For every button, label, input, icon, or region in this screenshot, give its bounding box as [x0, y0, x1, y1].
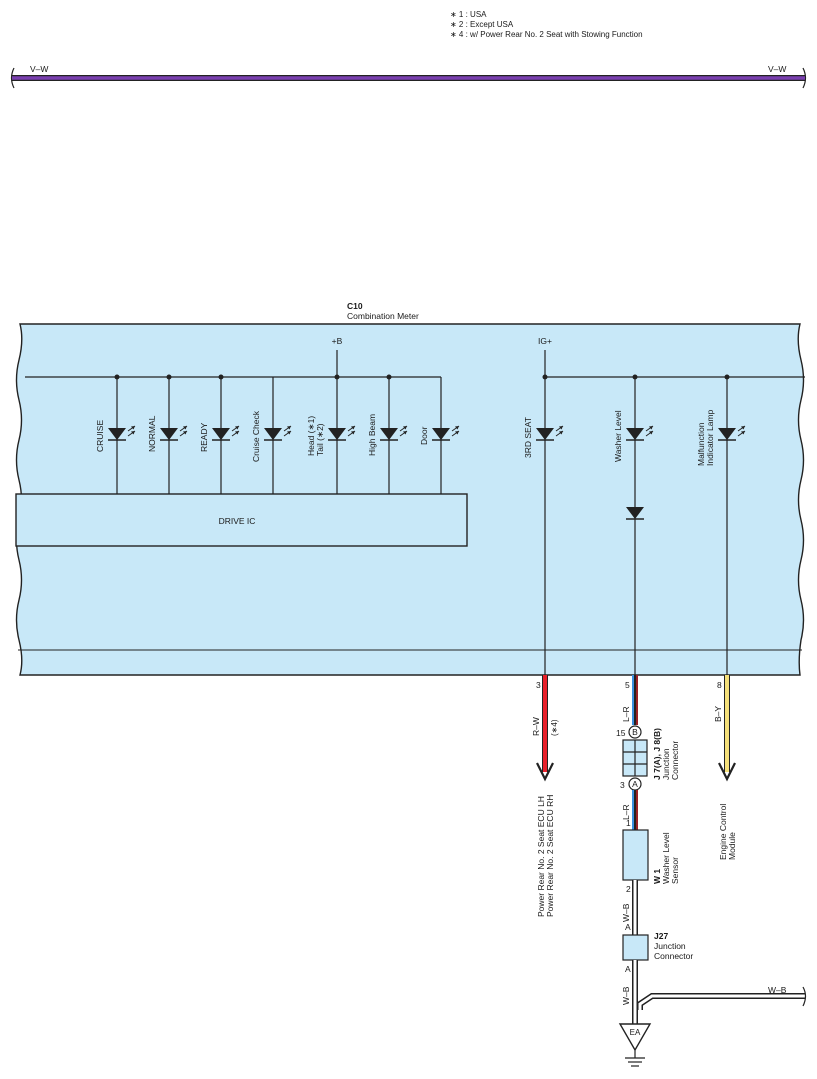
pin-jc-15: 15	[616, 728, 626, 738]
label-mil-2: Indicator Lamp	[705, 410, 715, 466]
dest-ecu-lh: Power Rear No. 2 Seat ECU LH	[536, 796, 546, 917]
wire-w-b-2	[632, 960, 807, 1024]
label-w-b-2: W–B	[621, 986, 631, 1005]
label-door: Door	[419, 426, 429, 445]
meter-name: Combination Meter	[347, 311, 419, 321]
pin-w1-1: 1	[626, 818, 631, 828]
dest-ecm-2: Module	[727, 832, 737, 860]
wire-b-y	[718, 675, 736, 782]
pin-jc-3: 3	[620, 780, 625, 790]
label-w-b-right: W–B	[768, 985, 787, 995]
label-b-y: B–Y	[713, 706, 723, 722]
ground-label: EA	[630, 1028, 641, 1037]
w1-name-1: Washer Level	[661, 832, 671, 884]
pin-w1-2: 2	[626, 884, 631, 894]
top-wire-v-w	[10, 67, 807, 89]
label-r-w: R–W	[531, 717, 541, 736]
label-head: Head (∗1)	[306, 416, 316, 456]
label-washer-level: Washer Level	[613, 410, 623, 462]
label-cruise: CRUISE	[95, 420, 105, 452]
jc-code: J 7(A), J 8(B)	[652, 728, 662, 780]
jc-letter-a: A	[632, 779, 638, 789]
jc-letter-b: B	[632, 727, 638, 737]
label-w-b-1: W–B	[621, 903, 631, 922]
wire-r-w	[536, 675, 554, 782]
wire-l-r-top	[632, 675, 638, 725]
top-wire-label-right: V–W	[768, 64, 786, 74]
label-mil-1: Malfunction	[696, 422, 706, 466]
jc-name-1: Junction	[661, 748, 671, 780]
w1-name-2: Sensor	[670, 857, 680, 884]
note-4: ∗ 4 : w/ Power Rear No. 2 Seat with Stow…	[450, 30, 643, 39]
label-ready: READY	[199, 422, 209, 452]
ground-ea-icon	[618, 1023, 652, 1067]
drive-ic	[15, 493, 468, 547]
pin-j27-a-top: A	[625, 922, 631, 932]
pin-8: 8	[717, 680, 722, 690]
wire-l-r-bottom	[632, 790, 638, 830]
drive-ic-label: DRIVE IC	[219, 516, 256, 526]
top-wire-label-left: V–W	[30, 64, 48, 74]
junction-j27	[622, 934, 649, 961]
dest-ecu-rh: Power Rear No. 2 Seat ECU RH	[545, 795, 555, 917]
label-normal: NORMAL	[147, 415, 157, 452]
label-r-w-note: (∗4)	[550, 719, 559, 736]
meter-code: C10	[347, 301, 363, 311]
note-2: ∗ 2 : Except USA	[450, 20, 514, 29]
label-l-r-bottom: L–R	[621, 804, 631, 820]
washer-diode-icon	[626, 507, 644, 520]
ig-plus-label: IG+	[538, 336, 552, 346]
pin-3: 3	[536, 680, 541, 690]
label-high-beam: High Beam	[367, 414, 377, 456]
label-cruise-check: Cruise Check	[251, 410, 261, 462]
label-tail: Tail (∗2)	[315, 423, 325, 456]
label-l-r-top: L–R	[621, 706, 631, 722]
pin-j27-a-bottom: A	[625, 964, 631, 974]
washer-level-sensor	[622, 829, 649, 881]
note-1: ∗ 1 : USA	[450, 10, 487, 19]
plus-b-label: +B	[332, 336, 343, 346]
jc-name-2: Connector	[670, 741, 680, 780]
w1-code: W 1	[652, 869, 662, 884]
j27-name-1: Junction	[654, 941, 686, 951]
dest-ecm-1: Engine Control	[718, 804, 728, 860]
junction-j7-j8	[622, 725, 648, 791]
j27-code: J27	[654, 931, 668, 941]
pin-5: 5	[625, 680, 630, 690]
label-third-seat: 3RD SEAT	[523, 417, 533, 458]
j27-name-2: Connector	[654, 951, 693, 961]
